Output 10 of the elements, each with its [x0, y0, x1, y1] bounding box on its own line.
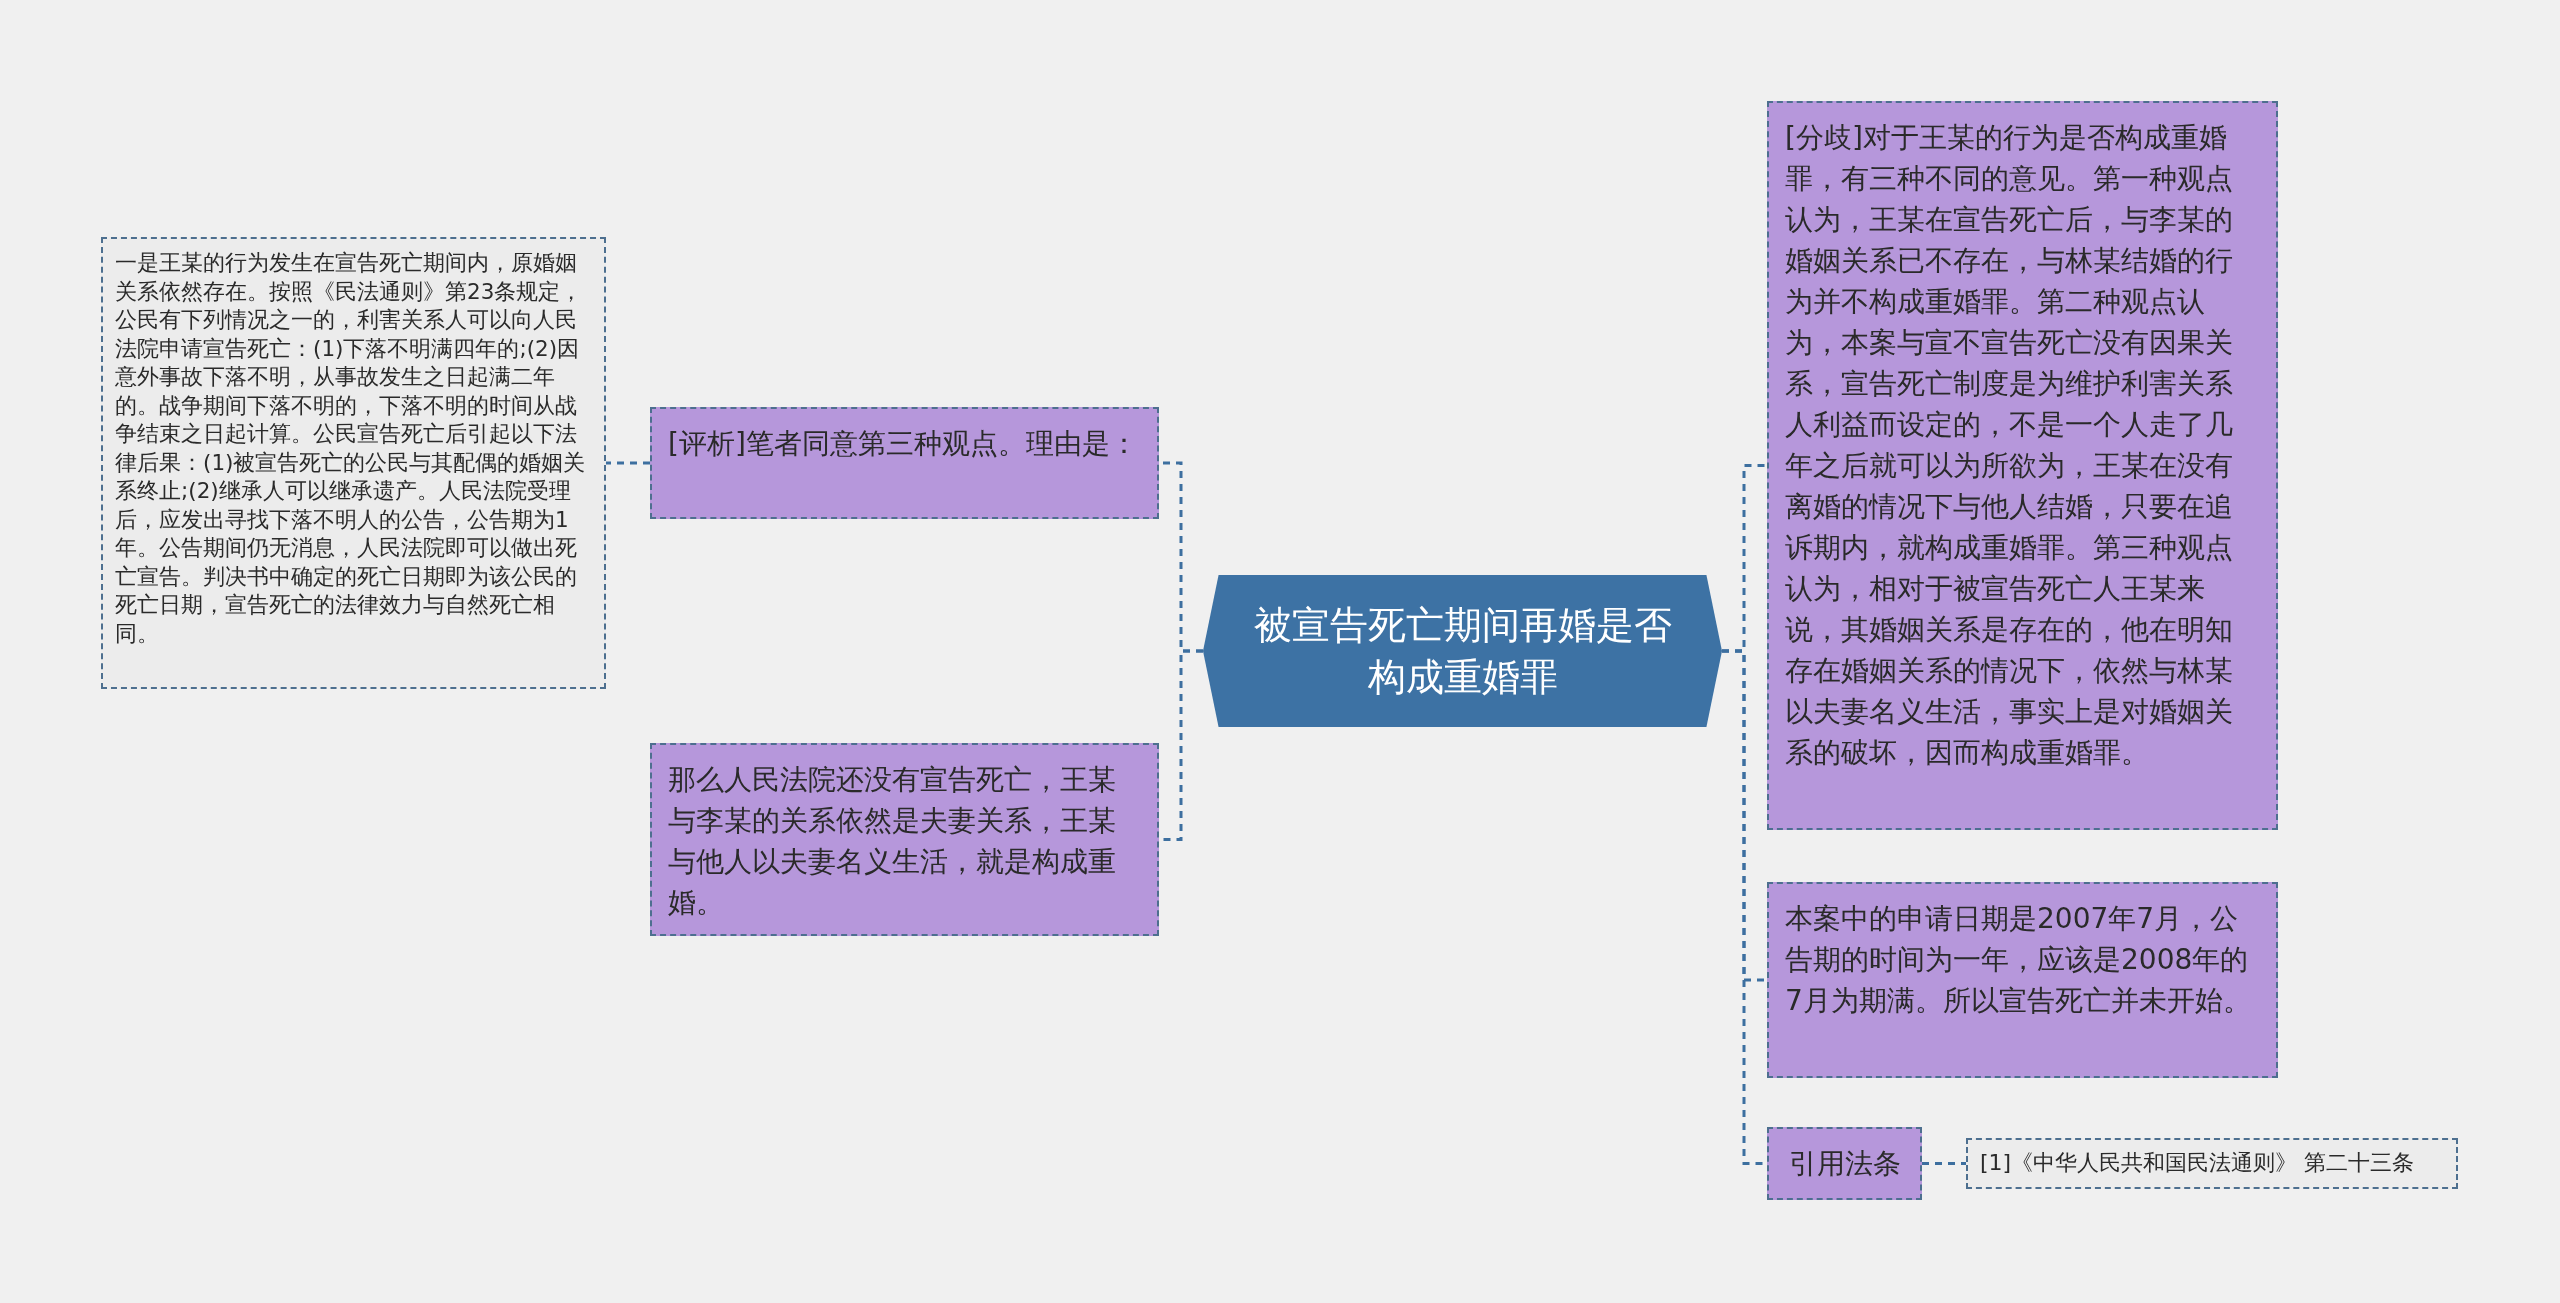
text-box: 一是王某的行为发生在宣告死亡期间内，原婚姻关系依然存在。按照《民法通则》第23条规定，公民有下列情况之一的，利害关系人可以向人民法院申请宣告死亡：(1)下落不明满四年的;(2)因意外事故下落不明，从事故发生之日起满二年的。战争期间下落不明的，下落不明的时间从战争结束之日起计算。公民宣告死亡后引起以下法律后果：(1)被宣告死亡的公民与其配偶的婚姻关系终止;(2)继承人可以继承遗产。人民法院受理后，应发出寻找下落不明人的公告，公告期为1年。公告期间仍无消息，人民法院即可以做出死亡宣告。判决书中确定的死亡日期即为该公民的死亡日期，宣告死亡的法律效力与自然死亡相同。: [101, 237, 606, 689]
connector: [606, 461, 650, 465]
text-box: [分歧]对于王某的行为是否构成重婚罪，有三种不同的意见。第一种观点认为，王某在宣告死亡后，与李某的婚姻关系已不存在，与林某结婚的行为并不构成重婚罪。第二种观点认为，本案与宣不宣告死亡没有因果关系，宣告死亡制度是为维护利害关系人利益而设定的，不是一个人走了几年之后就可以为所欲为，王某在没有离婚的情况下与他人结婚，只要在追诉期内，就构成重婚罪。第三种观点认为，相对于被宣告死亡人王某来说，其婚姻关系是存在的，他在明知存在婚姻关系的情况下，依然与林某以夫妻名义生活，事实上是对婚姻关系的破坏，因而构成重婚罪。: [1767, 101, 2278, 830]
text-box: [评析]笔者同意第三种观点。理由是：: [650, 407, 1159, 519]
text-box: 引用法条: [1767, 1127, 1922, 1200]
text-box: [1]《中华人民共和国民法通则》 第二十三条: [1966, 1138, 2458, 1189]
text-box: 那么人民法院还没有宣告死亡，王某与李某的关系依然是夫妻关系，王某与他人以夫妻名义生活，就是构成重婚。: [650, 743, 1159, 936]
topic-box: 被宣告死亡期间再婚是否构成重婚罪: [1203, 575, 1722, 727]
text-box: 本案中的申请日期是2007年7月，公告期的时间为一年，应该是2008年的7月为期满。所以宣告死亡并未开始。: [1767, 882, 2278, 1078]
connector: [1922, 1162, 1966, 1165]
